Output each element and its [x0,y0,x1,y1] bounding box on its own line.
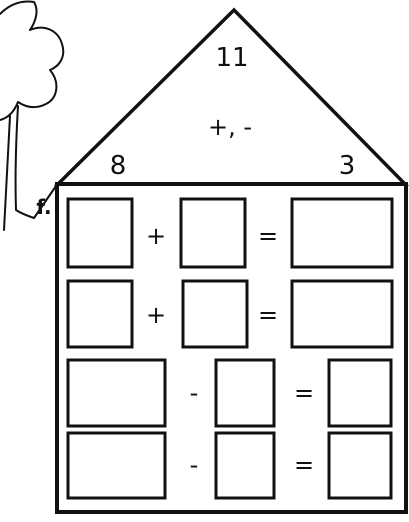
roof-left-number: 8 [110,151,127,181]
equals-sign: = [294,379,314,407]
minus-sign: - [190,451,199,479]
minus-sign: - [190,379,199,407]
answer-box[interactable] [181,199,245,267]
equation-row-1: + = [68,199,392,267]
roof-right-number: 3 [339,151,356,181]
roof: 11 +, - 8 3 [58,10,405,184]
answer-box[interactable] [216,360,274,426]
answer-box[interactable] [292,281,392,347]
roof-top-number: 11 [215,43,248,73]
answer-box[interactable] [68,360,165,426]
problem-label: f. [36,195,51,219]
tree-drawing [0,2,63,231]
roof-operations: +, - [208,113,252,141]
answer-box[interactable] [329,360,391,426]
plus-sign: + [146,222,166,250]
answer-box[interactable] [292,199,392,267]
equals-sign: = [294,451,314,479]
equals-sign: = [258,301,278,329]
equals-sign: = [258,222,278,250]
equation-row-3: - = [68,360,391,426]
answer-box[interactable] [68,433,165,498]
answer-box[interactable] [68,281,132,347]
answer-box[interactable] [68,199,132,267]
equation-row-4: - = [68,433,391,498]
answer-box[interactable] [329,433,391,498]
answer-box[interactable] [216,433,274,498]
plus-sign: + [146,301,166,329]
equation-row-2: + = [68,281,392,347]
answer-box[interactable] [183,281,247,347]
